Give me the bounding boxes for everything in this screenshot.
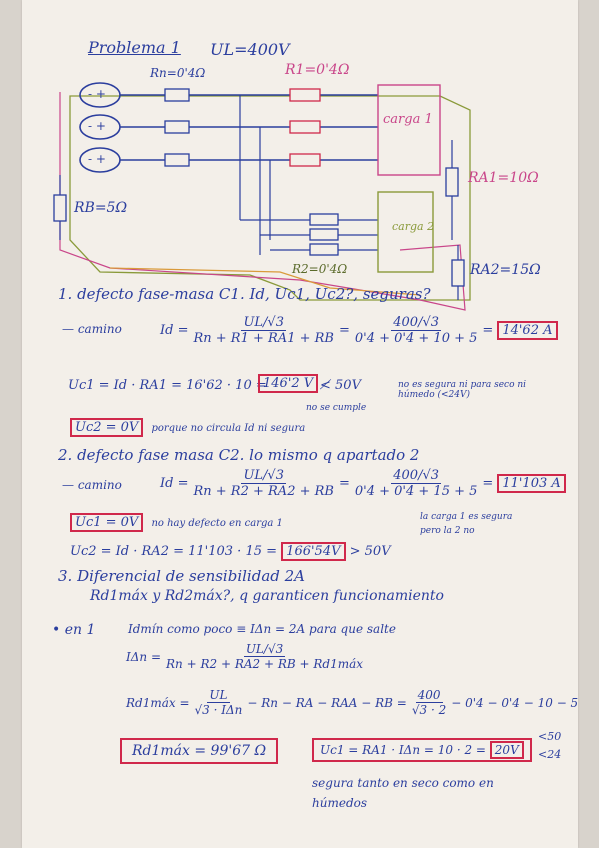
s1-camino: — camino [62,322,122,336]
s3-final-note-2: húmedos [312,796,368,810]
resistor-rn [164,88,190,102]
s2-uc2-value: 166'54V [281,542,346,561]
s2-uc1-value: Uc1 = 0V [70,513,144,532]
s1-uc1-note: no es segura ni para seco ni húmedo (<24… [398,380,527,400]
s2-id-lhs: Id = [160,476,189,491]
s3-rd-den2: √3 · 2 [411,703,447,717]
s3-rd-num2: 400 [415,688,443,703]
resistor-ra2 [451,259,465,287]
s1-frac1: UL/√3 Rn + R1 + RA1 + RB [191,315,335,346]
label-src2: - + [88,119,106,133]
resistor-r1 [289,88,321,102]
s3-rd-frac2: 400 √3 · 2 [410,688,448,717]
s2-uc2-compare: > 50V [349,544,391,559]
s1-id-formula: Id = UL/√3 Rn + R1 + RA1 + RB = 400/√3 0… [160,315,558,346]
line-voltage: UL=400V [210,40,290,59]
s2-id-result: 11'103 A [497,474,566,493]
label-r2: R2=0'4Ω [292,262,348,276]
section2-heading: 2. defecto fase masa C2. lo mismo q apar… [58,446,420,464]
s1-id-result: 14'62 A [497,321,558,340]
s1-frac1-den: Rn + R1 + RA1 + RB [193,331,334,346]
s3-ian-lhs: IΔn = [126,649,162,664]
s3-rd-tail: − 0'4 − 0'4 − 10 − 5 [451,695,579,710]
s3-rd-den: √3 · IΔn [194,703,243,717]
s3-ian-frac: UL/√3 Rn + R2 + RA2 + RB + Rd1máx [164,642,365,671]
s2-eq: = [338,476,350,491]
section3-subheading: Rd1máx y Rd2máx?, q garanticen funcionam… [90,588,444,604]
s3-ian-formula: IΔn = UL/√3 Rn + R2 + RA2 + RB + Rd1máx [126,642,368,671]
s1-frac1-num: UL/√3 [241,315,286,331]
label-src3: - + [88,152,106,166]
s3-ian-num: UL/√3 [243,642,286,657]
s1-uc1-compare: ≮ 50V [320,378,361,393]
s2-camino: — camino [62,478,122,492]
s2-frac1-num: UL/√3 [241,468,286,484]
label-ra2: RA2=15Ω [470,262,541,278]
s1-frac2: 400/√3 0'4 + 0'4 + 10 + 5 [353,315,480,346]
s2-frac2-num: 400/√3 [391,468,442,484]
s3-ian-den: Rn + R2 + RA2 + RB + Rd1máx [166,657,364,671]
s2-uc1-note: no hay defecto en carga 1 [151,518,283,529]
s3-rd-formula: Rd1máx = UL √3 · IΔn − Rn − RA − RAA − R… [126,688,578,717]
label-rn: Rn=0'4Ω [150,66,206,80]
s2-id-formula: Id = UL/√3 Rn + R2 + RA2 + RB = 400/√3 0… [160,468,566,499]
label-carga2: carga 2 [392,220,435,233]
s2-frac2: 400/√3 0'4 + 0'4 + 15 + 5 [353,468,480,499]
label-r1: R1=0'4Ω [285,62,350,78]
notebook-page [22,0,578,848]
s1-eq: = [338,323,350,338]
s1-uc1-result: 146'2 V [258,374,319,393]
page-title: Problema 1 [88,38,181,57]
s2-uc1-line: Uc1 = 0V no hay defecto en carga 1 [70,513,283,532]
s3-rd-num: UL [207,688,230,703]
load-2-box [377,191,434,273]
s1-uc2-value: Uc2 = 0V [70,418,144,437]
orange-loop [109,267,421,296]
s3-lt24: <24 [538,748,562,761]
section3-heading: 3. Diferencial de sensibilidad 2A [58,567,306,585]
s2-uc2-line: Uc2 = Id · RA2 = 11'103 · 15 = 166'54V >… [70,542,391,561]
s2-side-note2: pero la 2 no [420,526,475,536]
s2-side-note1: la carga 1 es segura [420,512,513,522]
resistor-rb [53,194,67,222]
s1-id-lhs: Id = [160,323,189,338]
s1-no-cumple: no se cumple [306,403,367,413]
resistor-r2 [309,213,339,226]
s3-rd-mid: − Rn − RA − RAA − RB = [247,695,407,710]
s1-uc2-note: porque no circula Id ni segura [151,423,306,434]
resistor-ra1 [445,167,459,197]
s3-idmin: Idmín como poco ≡ IΔn = 2A para que salt… [128,622,396,636]
label-src1: - + [88,87,106,101]
s3-lt50: <50 [538,730,562,743]
fault-loop-green [69,95,471,301]
section1-heading: 1. defecto fase-masa C1. Id, Uc1, Uc2?, … [58,285,431,303]
s2-uc2-text: Uc2 = Id · RA2 = 11'103 · 15 = [70,544,278,559]
s2-frac1-den: Rn + R2 + RA2 + RB [193,484,334,499]
s3-en1: • en 1 [52,622,96,638]
s2-frac1: UL/√3 Rn + R2 + RA2 + RB [191,468,335,499]
s1-uc2-result: Uc2 = 0V porque no circula Id ni segura [70,418,306,437]
label-carga1: carga 1 [383,112,433,127]
load-1-box [377,84,441,176]
s3-uc1-line: Uc1 = RA1 · IΔn = 10 · 2 = 20V [312,738,532,762]
s1-frac2-num: 400/√3 [391,315,442,331]
s1-frac2-den: 0'4 + 0'4 + 10 + 5 [354,331,478,346]
s1-uc1-line: Uc1 = Id · RA1 = 16'62 · 10 = [68,378,267,393]
label-rb: RB=5Ω [74,200,128,216]
s3-rd-result: Rd1máx = 99'67 Ω [120,738,279,764]
label-ra1: RA1=10Ω [468,170,539,186]
s3-rd-lhs: Rd1máx = [126,695,190,710]
s3-uc1-text: Uc1 = RA1 · IΔn = 10 · 2 = [320,743,486,757]
s2-frac2-den: 0'4 + 0'4 + 15 + 5 [354,484,478,499]
s3-uc1-value: 20V [489,741,524,759]
s3-final-note-1: segura tanto en seco como en [312,776,494,790]
s3-rd-frac1: UL √3 · IΔn [193,688,245,717]
